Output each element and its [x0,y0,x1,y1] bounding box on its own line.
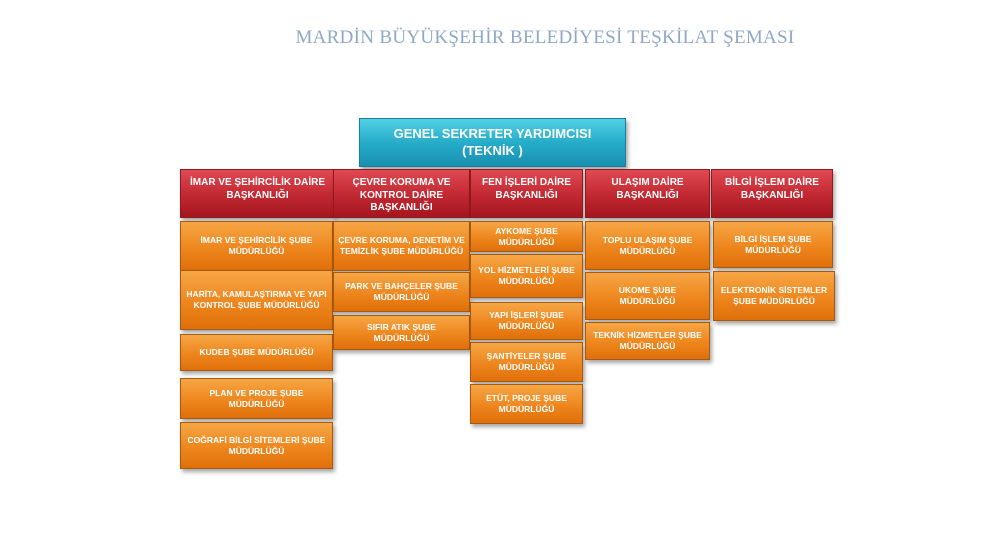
unit-cevre-koruma-denetim: ÇEVRE KORUMA, DENETİM VE TEMİZLİK ŞUBE M… [333,221,470,271]
unit-aykome: AYKOME ŞUBE MÜDÜRLÜĞÜ [470,221,583,252]
unit-etut-proje: ETÜT, PROJE ŞUBE MÜDÜRLÜĞÜ [470,384,583,424]
unit-harita-kamulastirma: HARİTA, KAMULAŞTIRMA VE YAPI KONTROL ŞUB… [180,270,333,330]
top-unit-line1: GENEL SEKRETER YARDIMCISI [393,126,592,142]
department-fen: FEN İŞLERİ DAİRE BAŞKANLIĞI [470,169,583,218]
top-unit: GENEL SEKRETER YARDIMCISI (TEKNİK ) [359,118,626,167]
unit-park-bahceler: PARK VE BAHÇELER ŞUBE MÜDÜRLÜĞÜ [333,272,470,312]
unit-kudeb: KUDEB ŞUBE MÜDÜRLÜĞÜ [180,334,333,371]
unit-santiyeler: ŞANTİYELER ŞUBE MÜDÜRLÜĞÜ [470,342,583,382]
top-unit-line2: (TEKNİK ) [462,142,523,158]
unit-plan-proje: PLAN VE PROJE ŞUBE MÜDÜRLÜĞÜ [180,378,333,419]
unit-bilgi-islem: BİLGİ İŞLEM ŞUBE MÜDÜRLÜĞÜ [713,221,833,268]
unit-cografi-bilgi: COĞRAFİ BİLGİ SİTEMLERİ ŞUBE MÜDÜRLÜĞÜ [180,422,333,469]
department-imar: İMAR VE ŞEHİRCİLİK DAİRE BAŞKANLIĞI [180,169,335,218]
unit-yol-hizmetleri: YOL HİZMETLERİ ŞUBE MÜDÜRLÜĞÜ [470,254,583,298]
unit-ukome: UKOME ŞUBE MÜDÜRLÜĞÜ [585,272,710,320]
unit-teknik-hizmetler: TEKNİK HİZMETLER ŞUBE MÜDÜRLÜĞÜ [585,322,710,360]
unit-toplu-ulasim: TOPLU ULAŞIM ŞUBE MÜDÜRLÜĞÜ [585,221,710,270]
unit-sifir-atik: SIFIR ATIK ŞUBE MÜDÜRLÜĞÜ [333,315,470,350]
department-ulasim: ULAŞIM DAİRE BAŞKANLIĞI [585,169,710,218]
unit-imar-sehircilik: İMAR VE ŞEHİRCİLİK ŞUBE MÜDÜRLÜĞÜ [180,221,333,271]
department-cevre: ÇEVRE KORUMA VE KONTROL DAİRE BAŞKANLIĞI [333,169,470,218]
unit-yapi-isleri: YAPI İŞLERİ ŞUBE MÜDÜRLÜĞÜ [470,302,583,340]
chart-title: MARDİN BÜYÜKŞEHİR BELEDİYESİ TEŞKİLAT ŞE… [295,27,795,48]
unit-elektronik-sistemler: ELEKTRONİK SİSTEMLER ŞUBE MÜDÜRLÜĞÜ [713,271,835,321]
department-bilgi-islem: BİLGİ İŞLEM DAİRE BAŞKANLIĞI [711,169,833,218]
